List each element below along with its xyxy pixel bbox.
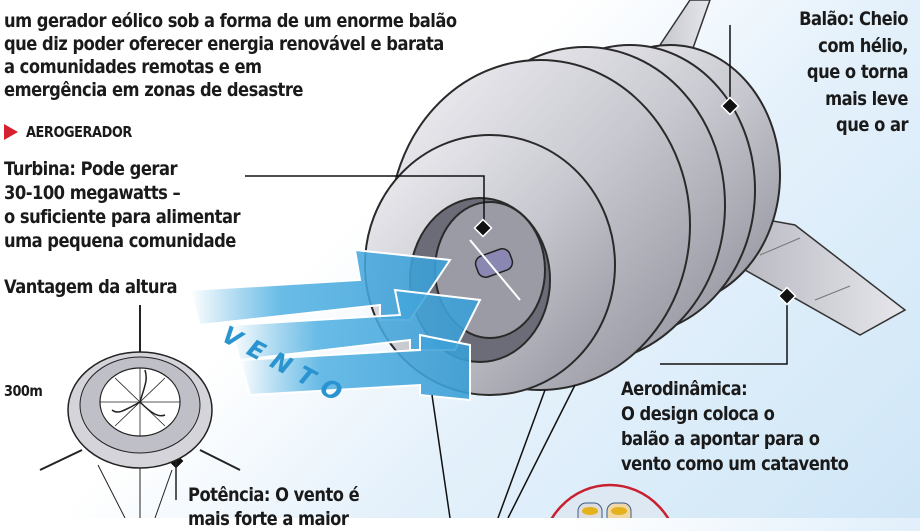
- section-heading: Aerogerador: [4, 123, 149, 141]
- intro-line: que diz poder oferecer energia renovável…: [4, 33, 444, 55]
- emblem-icon: [550, 483, 670, 518]
- turbina-callout: Turbina: Pode gerar 30-100 megawatts – o…: [4, 157, 241, 253]
- intro-line: um gerador eólico sob a forma de um enor…: [4, 10, 457, 32]
- callout-line: o suficiente para alimentar: [4, 206, 241, 228]
- leader-lines: [245, 25, 788, 365]
- height-label: 300m: [4, 382, 43, 400]
- callout-line: Aerodinâmica:: [621, 378, 748, 400]
- intro-line: a comunidades remotas e em: [4, 56, 262, 78]
- callout-line: mais forte a maior: [188, 508, 349, 530]
- callout-line: Balão: Cheio: [799, 8, 908, 30]
- aerodinamica-callout: Aerodinâmica: O design coloca o balão a …: [621, 377, 849, 477]
- aerogenerator-illustration: VENTO: [39, 0, 907, 518]
- callout-line: vento como um catavento: [621, 453, 849, 475]
- callout-line: balão a apontar para o: [621, 428, 820, 450]
- callout-line: com hélio,: [818, 34, 908, 57]
- callout-line: mais leve: [825, 87, 908, 110]
- height-diagram: [39, 305, 241, 518]
- callout-line: Potência: O vento é: [188, 484, 360, 506]
- callout-line: que o ar: [836, 114, 908, 136]
- callout-line: que o torna: [806, 61, 909, 83]
- callout-line: O design coloca o: [621, 403, 775, 425]
- tethers: [431, 384, 576, 518]
- wind-arrows: [188, 248, 482, 402]
- turbine-icon: [469, 239, 521, 301]
- triangle-marker-icon: [4, 124, 18, 140]
- intro-line: emergência em zonas de desastre: [4, 79, 303, 101]
- height-advantage-title: Vantagem da altura: [4, 276, 178, 298]
- section-label: Aerogerador: [26, 123, 132, 141]
- potencia-callout: Potência: O vento é mais forte a maior: [188, 483, 360, 531]
- intro-paragraph: um gerador eólico sob a forma de um enor…: [4, 0, 457, 102]
- balao-callout: Balão: Cheio com hélio, que o torna mais…: [736, 6, 908, 139]
- callout-line: uma pequena comunidade: [4, 230, 236, 252]
- callout-line: Turbina: Pode gerar: [4, 158, 178, 180]
- callout-line: 30-100 megawatts –: [4, 182, 181, 204]
